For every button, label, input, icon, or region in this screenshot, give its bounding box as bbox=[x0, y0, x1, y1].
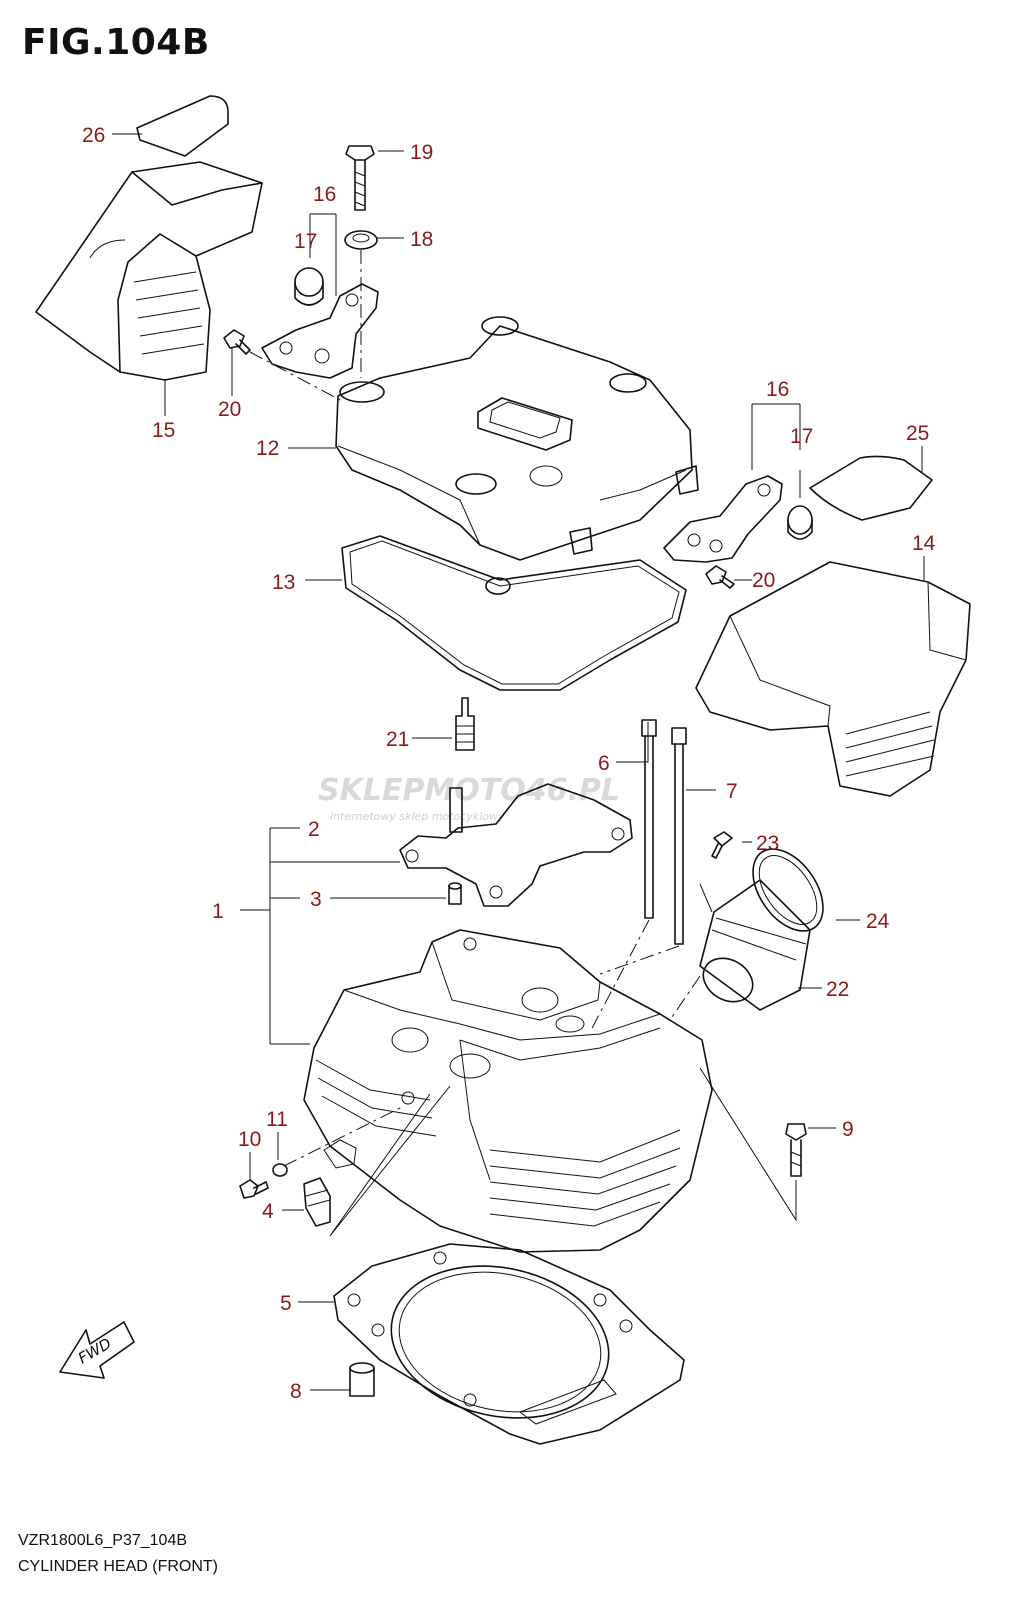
part-10-bolt bbox=[239, 1179, 269, 1199]
callout-16-right: 16 bbox=[766, 378, 789, 401]
part-5-head-gasket bbox=[333, 1243, 685, 1445]
callout-2: 2 bbox=[308, 818, 320, 841]
fwd-arrow-icon: FWD bbox=[59, 1321, 135, 1379]
callout-6: 6 bbox=[598, 752, 610, 775]
part-20-bolt-right bbox=[705, 565, 735, 589]
part-21-spark-plug bbox=[455, 697, 475, 751]
part-2-bolt bbox=[449, 787, 463, 833]
callout-18: 18 bbox=[410, 228, 433, 251]
callout-8: 8 bbox=[290, 1380, 302, 1403]
callout-17-left: 17 bbox=[294, 230, 317, 253]
part-8-dowel bbox=[349, 1362, 375, 1397]
callout-12: 12 bbox=[256, 437, 279, 460]
part-3-dowel bbox=[448, 882, 462, 905]
callout-23: 23 bbox=[756, 832, 779, 855]
callout-4: 4 bbox=[262, 1200, 274, 1223]
watermark-tagline: internetowy sklep motocyklowy bbox=[330, 810, 505, 823]
part-2-holder bbox=[399, 783, 633, 907]
part-23-screw bbox=[711, 831, 733, 859]
callout-26: 26 bbox=[82, 124, 105, 147]
figure-title: FIG.104B bbox=[22, 22, 210, 63]
part-19-bolt bbox=[345, 145, 375, 211]
callout-1: 1 bbox=[212, 900, 224, 923]
callout-10: 10 bbox=[238, 1128, 261, 1151]
part-6-stud-bolt bbox=[641, 719, 657, 919]
part-16-bracket-left bbox=[261, 283, 379, 379]
part-25-cap bbox=[809, 455, 933, 521]
callout-9: 9 bbox=[842, 1118, 854, 1141]
leader-lines bbox=[112, 133, 925, 1391]
part-20-bolt-left bbox=[223, 329, 251, 355]
callout-24: 24 bbox=[866, 910, 890, 933]
callout-15: 15 bbox=[152, 419, 175, 442]
footer: VZR1800L6_P37_104B CYLINDER HEAD (FRONT) bbox=[18, 1528, 218, 1580]
callout-16-left: 16 bbox=[313, 183, 336, 206]
part-17-grommet-left bbox=[294, 267, 324, 306]
callout-17-right: 17 bbox=[790, 425, 813, 448]
part-17-grommet-right bbox=[787, 505, 813, 540]
part-24-clamp bbox=[752, 848, 824, 932]
part-18-washer bbox=[344, 230, 378, 250]
callout-21: 21 bbox=[386, 728, 409, 751]
part-1-cylinder-head bbox=[303, 929, 713, 1253]
part-13-gasket bbox=[341, 535, 687, 691]
part-9-bolt bbox=[785, 1123, 807, 1177]
part-14-side-cover bbox=[695, 561, 971, 797]
callout-22: 22 bbox=[826, 978, 849, 1001]
part-7-stud-bolt bbox=[671, 727, 687, 945]
part-22-intake-pipe bbox=[699, 879, 811, 1011]
watermark-brand: SKLEPMOTO46.PL bbox=[318, 773, 620, 808]
watermark: SKLEPMOTO46.PL internetowy sklep motocyk… bbox=[318, 773, 620, 823]
part-4-plug bbox=[303, 1177, 331, 1227]
callout-13: 13 bbox=[272, 571, 295, 594]
part-26-cap bbox=[136, 95, 229, 157]
callout-20-right: 20 bbox=[752, 569, 775, 592]
callout-25: 25 bbox=[906, 422, 929, 445]
part-16-bracket-right bbox=[663, 475, 783, 563]
part-12-head-cover bbox=[335, 316, 699, 561]
callout-11: 11 bbox=[266, 1108, 288, 1131]
callout-19: 19 bbox=[410, 141, 433, 164]
diagram-code: VZR1800L6_P37_104B bbox=[18, 1532, 188, 1549]
callout-5: 5 bbox=[280, 1292, 292, 1315]
part-15-side-cover bbox=[35, 161, 263, 381]
callout-3: 3 bbox=[310, 888, 322, 911]
diagram-caption: CYLINDER HEAD (FRONT) bbox=[18, 1558, 219, 1575]
callout-14: 14 bbox=[912, 532, 936, 555]
callout-labels: 26 15 19 18 16 17 20 12 13 16 17 20 25 1… bbox=[82, 124, 936, 1403]
callout-7: 7 bbox=[726, 780, 738, 803]
callout-20-left: 20 bbox=[218, 398, 241, 421]
part-11-washer bbox=[272, 1163, 288, 1177]
